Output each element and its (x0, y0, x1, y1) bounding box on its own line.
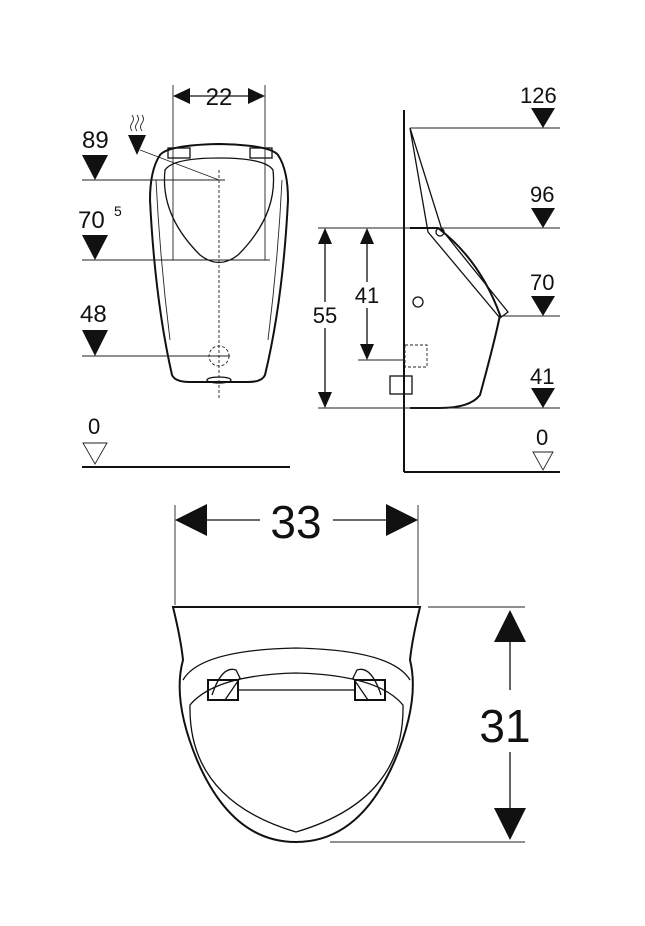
urinal-side-outline (410, 227, 502, 409)
top-depth-label: 31 (479, 700, 530, 752)
front-floor-label: 0 (88, 414, 100, 439)
height-41-label: 41 (530, 364, 554, 389)
dim-41-inner-label: 41 (355, 283, 379, 308)
front-view: 22 89 70 5 48 0 (78, 84, 290, 468)
height-70-label: 70 (78, 207, 105, 234)
front-width-label: 22 (206, 84, 233, 111)
side-view: 55 41 126 96 70 41 0 (310, 83, 560, 473)
top-view: 33 31 (171, 496, 531, 844)
height-70-side-label: 70 (530, 270, 554, 295)
dim-55-label: 55 (313, 303, 337, 328)
height-89-label: 89 (82, 127, 109, 154)
height-126-label: 126 (520, 83, 557, 108)
urinal-top-outline (171, 606, 422, 844)
lid (409, 127, 509, 319)
height-48-label: 48 (80, 301, 107, 328)
height-96-label: 96 (530, 182, 554, 207)
height-70-superscript: 5 (114, 203, 122, 219)
odor-extraction-icon (128, 114, 146, 155)
side-floor-label: 0 (536, 425, 548, 450)
top-width-label: 33 (270, 496, 321, 548)
